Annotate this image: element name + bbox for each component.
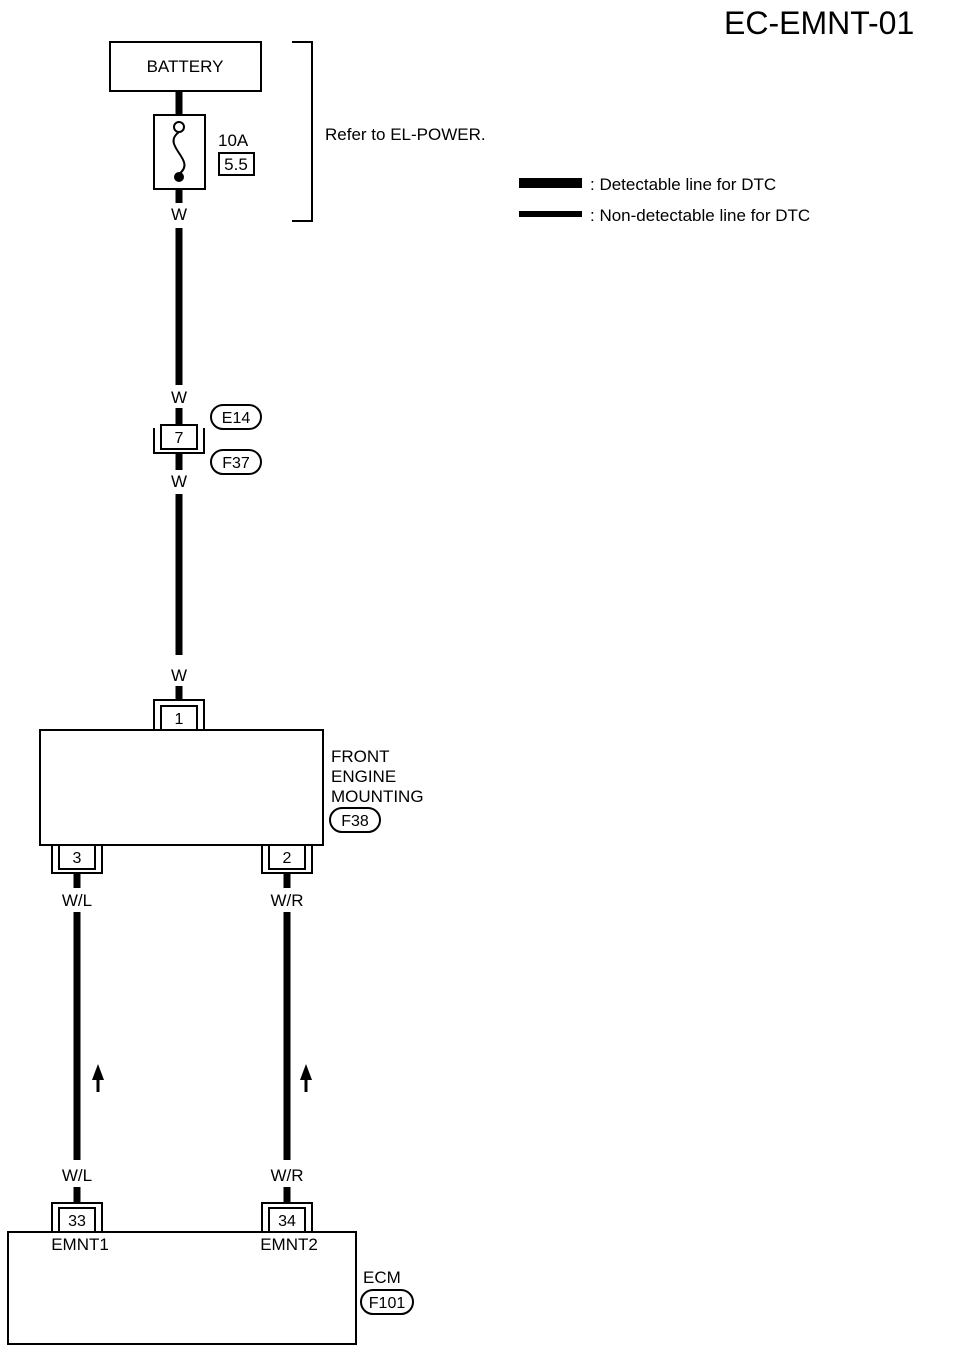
battery-label: BATTERY: [147, 57, 224, 76]
ecm-pin34-number: 34: [278, 1213, 296, 1230]
wire-color-e14-in: W: [171, 388, 187, 407]
power-bracket: [292, 41, 313, 222]
connector-badge-f101: [360, 1289, 414, 1315]
connector-id-f101: F101: [369, 1295, 406, 1312]
fuse-number-box: [218, 152, 255, 176]
mount-name-line1: FRONT: [331, 747, 390, 766]
ecm-name: ECM: [363, 1268, 401, 1287]
mount-pin2-connector: [261, 844, 313, 874]
connector-id-f38: F38: [341, 813, 369, 830]
legend-detectable-swatch: [519, 178, 582, 188]
wire-color-fuse-out: W: [171, 205, 187, 224]
wire-color-pin2-out: W/R: [270, 891, 303, 910]
ecm-pin33-connector: [51, 1202, 103, 1233]
fuse-symbol: [153, 114, 206, 190]
wire-color-f37-out: W: [171, 472, 187, 491]
connector-badge-f37: [210, 449, 262, 475]
ecm-terminal-emnt1: EMNT1: [51, 1235, 109, 1254]
mount-pin1-number: 1: [175, 711, 184, 728]
ecm-terminal-emnt2: EMNT2: [260, 1235, 318, 1254]
signal-arrow-left-icon: [92, 1064, 104, 1092]
mount-box: [39, 729, 324, 846]
battery-box: [109, 41, 262, 92]
wire-color-pin3-out: W/L: [62, 891, 92, 910]
mount-name-line3: MOUNTING: [331, 787, 424, 806]
page-code: EC-EMNT-01: [724, 5, 914, 41]
wire-color-pin34-in: W/R: [270, 1166, 303, 1185]
mount-pin3-number: 3: [73, 850, 82, 867]
legend-non-detectable-swatch: [519, 211, 582, 217]
joint-pin-number: 7: [175, 430, 184, 447]
signal-arrow-right-icon: [300, 1064, 312, 1092]
legend-non-detectable-label: : Non-detectable line for DTC: [590, 206, 810, 225]
wire-color-pin33-in: W/L: [62, 1166, 92, 1185]
connector-badge-f38: [329, 807, 381, 833]
connector-id-f37: F37: [222, 455, 250, 472]
ecm-box: [7, 1231, 357, 1345]
connector-badge-e14: [210, 404, 262, 430]
power-note: Refer to EL-POWER.: [325, 125, 486, 144]
fuse-number: 5.5: [224, 155, 248, 174]
ecm-pin34-connector: [261, 1202, 313, 1233]
mount-name-line2: ENGINE: [331, 767, 396, 786]
mount-pin1-connector: [153, 699, 205, 731]
connector-id-e14: E14: [222, 410, 251, 427]
wire-color-mount-in: W: [171, 666, 187, 685]
ecm-pin33-number: 33: [68, 1213, 86, 1230]
legend-detectable-label: : Detectable line for DTC: [590, 175, 776, 194]
fuse-amperage: 10A: [218, 131, 249, 150]
mount-pin2-number: 2: [283, 850, 292, 867]
